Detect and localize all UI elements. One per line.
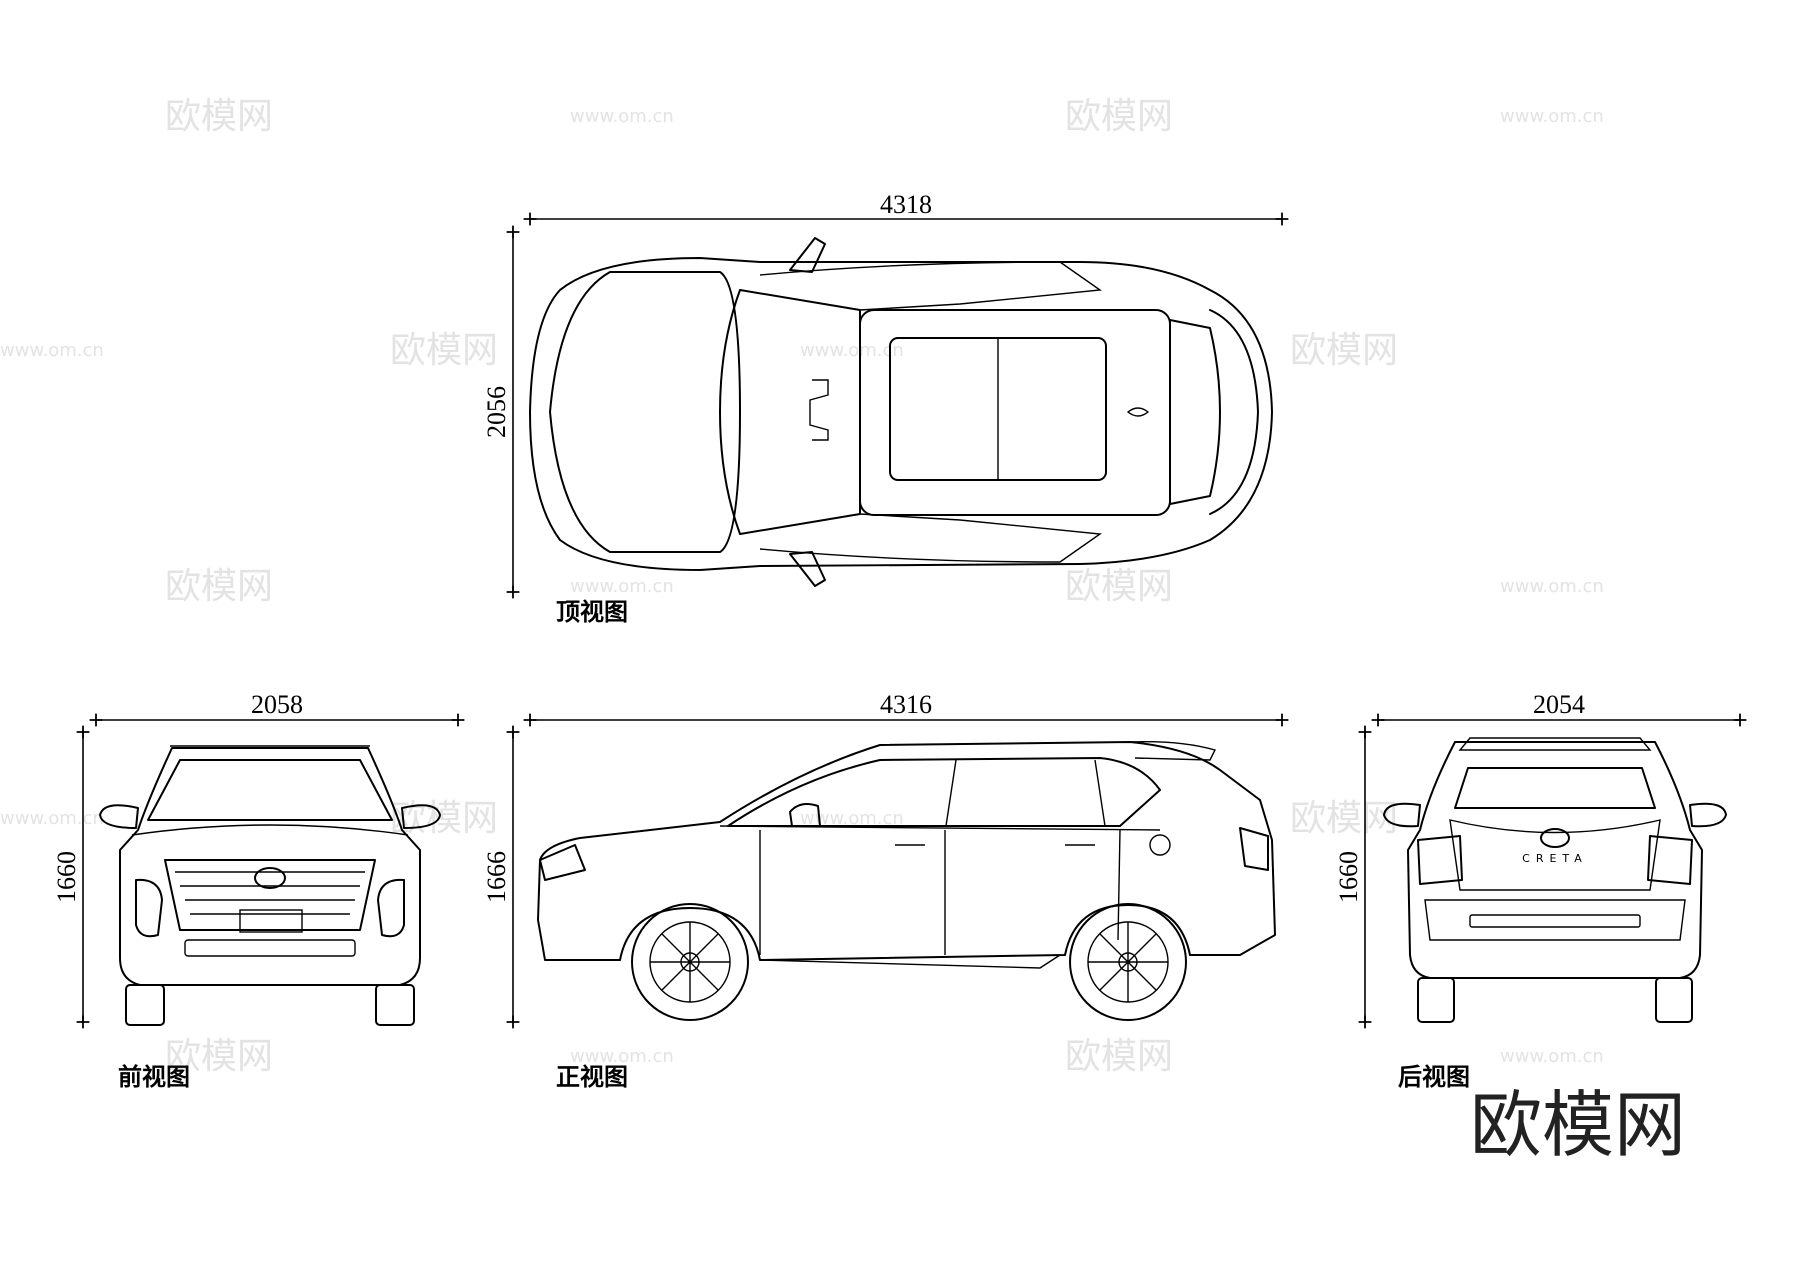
watermark-text: 欧模网 [165, 1036, 273, 1077]
side-view: 4316 1666 [482, 690, 1289, 1091]
model-badge: CRETA [1522, 852, 1588, 865]
top-length-dim: 4318 [880, 190, 932, 219]
left-mirror-front [99, 804, 139, 829]
brand-logo-front [254, 867, 286, 889]
watermark-text: 欧模网 [1065, 566, 1173, 607]
watermark-text: 欧模网 [1065, 96, 1173, 137]
fuel-cap [1149, 834, 1171, 856]
watermark-url: www.om.cn [800, 808, 904, 829]
front-height-dim: 1660 [52, 851, 81, 903]
left-headlight [135, 878, 163, 938]
rear-height-dim: 1660 [1334, 851, 1363, 903]
brand-logo-rear [1540, 828, 1570, 848]
shark-fin-antenna [1126, 407, 1150, 417]
right-mirror-rear [1689, 802, 1727, 828]
watermark-url: www.om.cn [570, 1046, 674, 1067]
top-width-dim: 2056 [482, 386, 511, 438]
watermark-text: 欧模网 [1290, 798, 1398, 839]
watermark-text: 欧模网 [1065, 1036, 1173, 1077]
front-car-outline [99, 745, 441, 1026]
left-taillight [1417, 835, 1463, 885]
rear-view: 2054 1660 CRETA [1334, 690, 1747, 1091]
side-car-outline [537, 740, 1276, 1021]
side-taillight [1239, 827, 1269, 871]
watermark-layer: 欧模网 www.om.cn 欧模网 www.om.cn 欧模网 www.om.c… [0, 96, 1604, 1077]
rear-width-dim: 2054 [1533, 690, 1585, 719]
watermark-url: www.om.cn [1500, 1046, 1604, 1067]
front-view-caption: 前视图 [118, 1063, 190, 1091]
left-mirror-top [789, 237, 826, 273]
front-width-dim: 2058 [251, 690, 303, 719]
side-headlight [539, 844, 586, 881]
rear-wheel [1069, 903, 1187, 1021]
side-mirror [789, 803, 821, 827]
watermark-url: www.om.cn [800, 340, 904, 361]
right-headlight [377, 878, 405, 938]
front-view: 2058 1660 [52, 690, 465, 1091]
rear-left-tyre [1417, 977, 1455, 1023]
watermark-text: 欧模网 [165, 96, 273, 137]
side-height-dim: 1666 [482, 851, 511, 903]
front-wheel [631, 903, 749, 1021]
rear-view-caption: 后视图 [1398, 1063, 1470, 1091]
watermark-text: 欧模网 [1290, 330, 1398, 371]
watermark-url: www.om.cn [1500, 576, 1604, 597]
watermark-url: www.om.cn [1500, 106, 1604, 127]
rear-right-tyre [1655, 977, 1693, 1023]
watermark-text: 欧模网 [390, 798, 498, 839]
watermark-url: www.om.cn [570, 106, 674, 127]
side-length-dim: 4316 [880, 690, 932, 719]
top-car-outline [529, 237, 1273, 587]
side-view-caption: 正视图 [556, 1063, 628, 1091]
rear-spoiler [1458, 737, 1652, 751]
rear-window [1454, 767, 1656, 809]
front-grille [164, 859, 376, 931]
right-mirror-top [789, 551, 826, 587]
brand-watermark-logo: 欧模网 [1470, 1083, 1686, 1167]
watermark-text: 欧模网 [390, 330, 498, 371]
front-plate [239, 909, 303, 933]
right-mirror-front [401, 804, 441, 829]
front-right-tyre [375, 984, 415, 1026]
front-left-tyre [125, 984, 165, 1026]
watermark-url: www.om.cn [570, 576, 674, 597]
left-mirror-rear [1383, 802, 1421, 828]
top-view-caption: 顶视图 [556, 598, 628, 626]
top-view: 4318 2056 [482, 190, 1289, 626]
watermark-url: www.om.cn [0, 340, 104, 361]
watermark-url: www.om.cn [0, 808, 104, 829]
right-taillight [1647, 835, 1693, 885]
rear-car-outline: CRETA [1383, 737, 1727, 1023]
watermark-text: 欧模网 [165, 566, 273, 607]
